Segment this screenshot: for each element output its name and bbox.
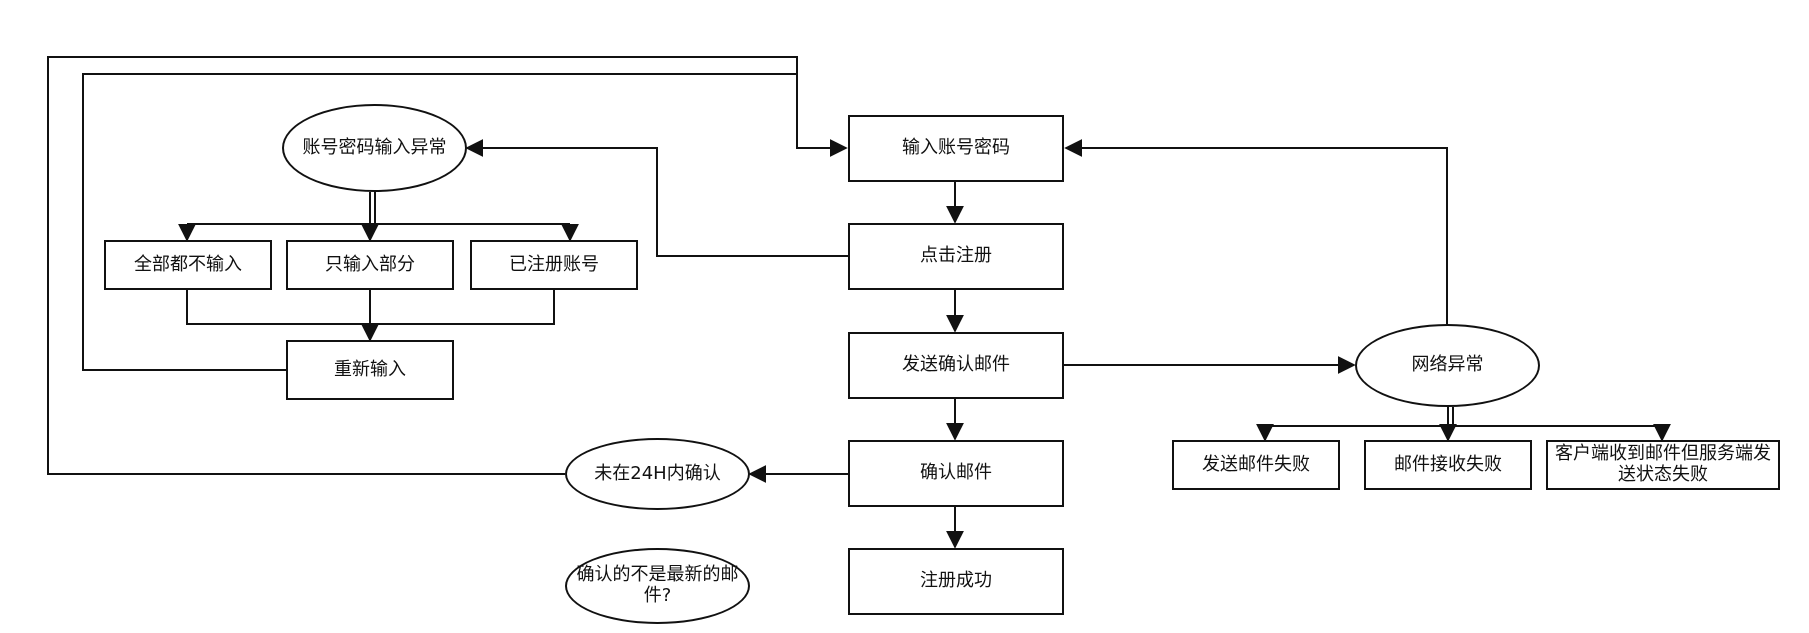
node-receive-failed: 邮件接收失败 — [1364, 440, 1532, 490]
node-client-server-failed-label: 客户端收到邮件但服务端发送状态失败 — [1555, 443, 1771, 485]
node-not-confirmed-24h: 未在24H内确认 — [565, 438, 750, 510]
edge-click-to-credential-error — [465, 139, 848, 257]
node-credential-error: 账号密码输入异常 — [282, 104, 467, 192]
node-partial-entered-label: 只输入部分 — [325, 253, 415, 275]
node-not-latest-email: 确认的不是最新的邮件? — [565, 548, 750, 624]
node-send-confirm-email-label: 发送确认邮件 — [902, 354, 1010, 376]
edge-network-to-input — [1064, 139, 1448, 324]
node-send-failed-label: 发送邮件失败 — [1202, 453, 1310, 475]
node-click-register-label: 点击注册 — [920, 245, 992, 267]
node-input-credentials: 输入账号密码 — [848, 115, 1064, 182]
node-receive-failed-label: 邮件接收失败 — [1394, 453, 1502, 475]
node-send-confirm-email: 发送确认邮件 — [848, 332, 1064, 399]
node-input-credentials-label: 输入账号密码 — [902, 137, 1010, 159]
node-network-error: 网络异常 — [1355, 324, 1540, 407]
node-client-server-failed: 客户端收到邮件但服务端发送状态失败 — [1546, 440, 1780, 490]
node-register-success: 注册成功 — [848, 548, 1064, 615]
edge-24h-to-input — [47, 56, 798, 475]
node-click-register: 点击注册 — [848, 223, 1064, 290]
node-send-failed: 发送邮件失败 — [1172, 440, 1340, 490]
node-none-entered-label: 全部都不输入 — [134, 253, 242, 275]
node-not-confirmed-24h-label: 未在24H内确认 — [594, 462, 721, 484]
node-register-success-label: 注册成功 — [920, 570, 992, 592]
node-already-registered-label: 已注册账号 — [509, 253, 599, 275]
edge-reenter-to-input — [82, 73, 848, 371]
node-credential-error-label: 账号密码输入异常 — [302, 136, 447, 158]
node-network-error-label: 网络异常 — [1411, 354, 1484, 376]
node-none-entered: 全部都不输入 — [104, 240, 272, 290]
node-confirm-email-label: 确认邮件 — [920, 462, 992, 484]
node-partial-entered: 只输入部分 — [286, 240, 454, 290]
node-not-latest-email-label: 确认的不是最新的邮件? — [576, 564, 739, 606]
node-confirm-email: 确认邮件 — [848, 440, 1064, 507]
node-re-enter-label: 重新输入 — [334, 358, 406, 380]
node-re-enter: 重新输入 — [286, 340, 454, 400]
node-already-registered: 已注册账号 — [470, 240, 638, 290]
